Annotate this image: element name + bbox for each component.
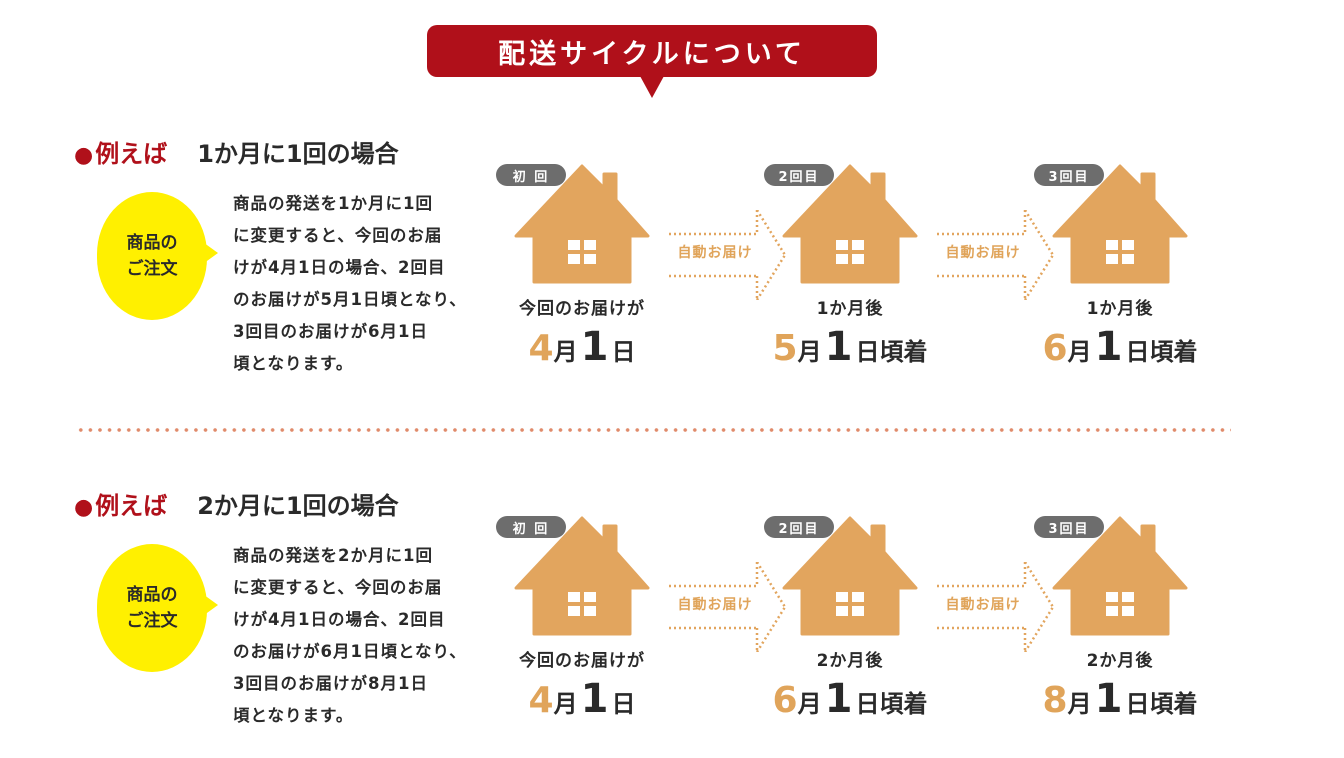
stage-caption: 1か月後 (1086, 299, 1154, 319)
description-line: 頃となります。 (233, 706, 354, 725)
heading-lead: 例えば (95, 140, 168, 168)
stage-badge: 初 回 (496, 516, 566, 538)
page-title: 配送サイクルについて (498, 38, 806, 70)
heading-sub: 1か月に1回の場合 (197, 140, 399, 168)
stage-caption: 2か月後 (816, 651, 884, 671)
bubble-line: ご注文 (126, 259, 178, 279)
auto-delivery-arrow: 自動お届け (667, 210, 787, 300)
auto-delivery-arrow: 自動お届け (935, 210, 1055, 300)
order-speech-bubble: 商品のご注文 (97, 544, 207, 672)
section-heading: ●例えば 1か月に1回の場合 (74, 134, 399, 169)
dotted-arrow-icon (937, 562, 1055, 652)
description-line: のお届けが5月1日頃となり、 (233, 290, 467, 309)
heading-lead: 例えば (95, 492, 168, 520)
section-heading: ●例えば 2か月に1回の場合 (74, 486, 399, 521)
dotted-divider (76, 428, 1231, 432)
stage-caption: 2か月後 (1086, 651, 1154, 671)
house-icon (514, 516, 650, 636)
bullet-dot-icon: ● (74, 495, 94, 520)
stage-badge: 2回目 (764, 516, 834, 538)
auto-delivery-arrow: 自動お届け (935, 562, 1055, 652)
description-line: けが4月1日の場合、2回目 (233, 610, 446, 629)
house-icon (514, 164, 650, 284)
auto-delivery-label: 自動お届け (945, 245, 1021, 261)
bubble-line: 商品の (126, 585, 178, 605)
section-description: 商品の発送を2か月に1回 に変更すると、今回のお届 けが4月1日の場合、2回目 … (233, 540, 483, 732)
auto-delivery-arrow: 自動お届け (667, 562, 787, 652)
page-title-banner: 配送サイクルについて (427, 25, 877, 77)
section-description: 商品の発送を1か月に1回 に変更すると、今回のお届 けが4月1日の場合、2回目 … (233, 188, 483, 380)
bullet-dot-icon: ● (74, 143, 94, 168)
description-line: 頃となります。 (233, 354, 354, 373)
stage-badge: 初 回 (496, 164, 566, 186)
dotted-arrow-icon (937, 210, 1055, 300)
example-section-bimonthly: ●例えば 2か月に1回の場合 商品のご注文 商品の発送を2か月に1回 に変更する… (0, 482, 1344, 742)
description-line: に変更すると、今回のお届 (233, 578, 443, 597)
house-icon (782, 516, 918, 636)
description-line: 3回目のお届けが8月1日 (233, 674, 428, 693)
dotted-arrow-icon (669, 210, 787, 300)
auto-delivery-label: 自動お届け (677, 245, 753, 261)
description-line: に変更すると、今回のお届 (233, 226, 443, 245)
speech-bubble-tail (200, 592, 218, 618)
stage-caption: 1か月後 (816, 299, 884, 319)
description-line: 商品の発送を2か月に1回 (233, 546, 433, 565)
stage-caption: 今回のお届けが (519, 651, 645, 671)
description-line: けが4月1日の場合、2回目 (233, 258, 446, 277)
dotted-arrow-icon (669, 562, 787, 652)
description-line: のお届けが6月1日頃となり、 (233, 642, 467, 661)
stage-badge: 2回目 (764, 164, 834, 186)
house-icon (1052, 516, 1188, 636)
auto-delivery-label: 自動お届け (677, 597, 753, 613)
bubble-line: 商品の (126, 233, 178, 253)
auto-delivery-label: 自動お届け (945, 597, 1021, 613)
house-icon (1052, 164, 1188, 284)
bubble-line: ご注文 (126, 611, 178, 631)
stage-badge: 3回目 (1034, 516, 1104, 538)
title-banner-pointer (640, 76, 664, 98)
example-section-monthly: ●例えば 1か月に1回の場合 商品のご注文 商品の発送を1か月に1回 に変更する… (0, 130, 1344, 390)
description-line: 3回目のお届けが6月1日 (233, 322, 428, 341)
order-speech-bubble: 商品のご注文 (97, 192, 207, 320)
house-icon (782, 164, 918, 284)
description-line: 商品の発送を1か月に1回 (233, 194, 433, 213)
stage-badge: 3回目 (1034, 164, 1104, 186)
speech-bubble-tail (200, 240, 218, 266)
stage-caption: 今回のお届けが (519, 299, 645, 319)
heading-sub: 2か月に1回の場合 (197, 492, 399, 520)
